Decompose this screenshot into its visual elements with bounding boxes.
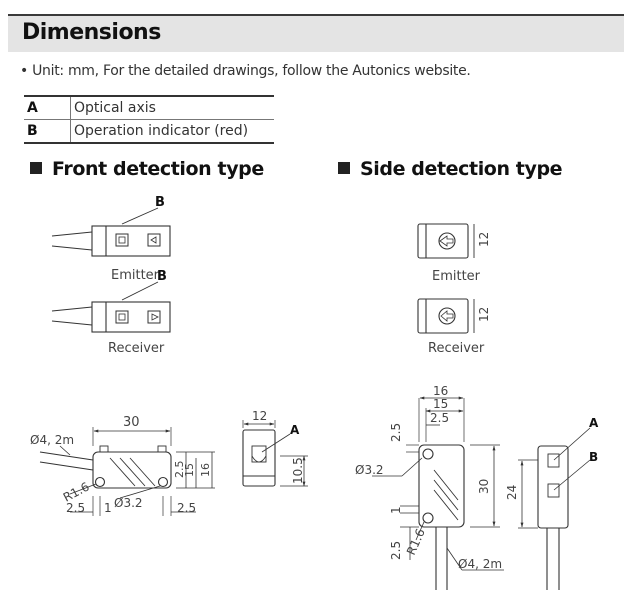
dim-cable-side: Ø4, 2m (458, 557, 502, 571)
dim-15-front: 15 (183, 463, 196, 477)
callout-a: A (290, 423, 300, 437)
side-detection-heading: Side detection type (338, 158, 563, 180)
dim-d32-side: Ø3.2 (355, 463, 384, 477)
legend-row: B Operation indicator (red) (24, 119, 274, 144)
unit-note: • Unit: mm, For the detailed drawings, f… (20, 63, 471, 79)
dim-30-side: 30 (477, 479, 491, 494)
legend-row: A Optical axis (24, 95, 274, 120)
front-receiver-label: Receiver (108, 341, 165, 356)
dim-25-side-vertical: 2.5 (389, 423, 403, 442)
dim-25-front-left: 2.5 (66, 501, 85, 515)
dim-cable-front: Ø4, 2m (30, 433, 74, 447)
side-receiver-label: Receiver (428, 341, 485, 356)
bullet-square-icon (30, 162, 42, 174)
callout-b: B (157, 269, 167, 284)
dim-12-side-receiver: 12 (477, 307, 491, 322)
page-title: Dimensions (22, 20, 161, 45)
callout-a: A (589, 416, 599, 430)
dim-24-side: 24 (505, 485, 519, 500)
dim-25-side-top: 2.5 (430, 411, 449, 425)
dim-25-side-bottom: 2.5 (389, 541, 403, 560)
side-profile-view (518, 427, 591, 590)
dim-16-front: 16 (199, 463, 212, 477)
front-receiver-view (51, 281, 171, 333)
front-emitter-label: Emitter (111, 268, 160, 283)
side-emitter-label: Emitter (432, 269, 481, 284)
dim-12-front-profile: 12 (252, 409, 267, 423)
dim-r16-side: R1.6 (404, 526, 428, 557)
dim-16-side: 16 (433, 384, 448, 398)
legend-key: A (24, 95, 71, 120)
dim-12-side-emitter: 12 (477, 232, 491, 247)
dim-d32-front: Ø3.2 (114, 496, 143, 510)
front-emitter-view (51, 207, 171, 257)
dim-15-side: 15 (433, 397, 448, 411)
side-dimension-view (372, 396, 504, 590)
front-detection-title: Front detection type (52, 158, 264, 180)
callout-b: B (589, 450, 598, 464)
dim-30-front: 30 (123, 415, 140, 430)
front-dimension-view (39, 427, 215, 516)
dim-1-front: 1 (104, 501, 112, 515)
legend-key: B (24, 119, 71, 144)
dim-25-front-vertical: 2.5 (173, 461, 186, 479)
legend-text: Optical axis (70, 95, 274, 120)
side-receiver-view (417, 298, 475, 334)
front-profile-view (242, 420, 308, 487)
section-header: Dimensions (8, 14, 624, 52)
side-detection-title: Side detection type (360, 158, 563, 180)
legend-text: Operation indicator (red) (70, 119, 274, 144)
dim-105-front: 10.5 (291, 457, 305, 484)
legend-table: A Optical axis B Operation indicator (re… (24, 95, 274, 144)
bullet-square-icon (338, 162, 350, 174)
front-detection-heading: Front detection type (30, 158, 264, 180)
callout-b: B (155, 195, 165, 210)
dim-1-side: 1 (389, 506, 403, 514)
dim-25-front-right: 2.5 (177, 501, 196, 515)
side-emitter-view (417, 223, 475, 259)
